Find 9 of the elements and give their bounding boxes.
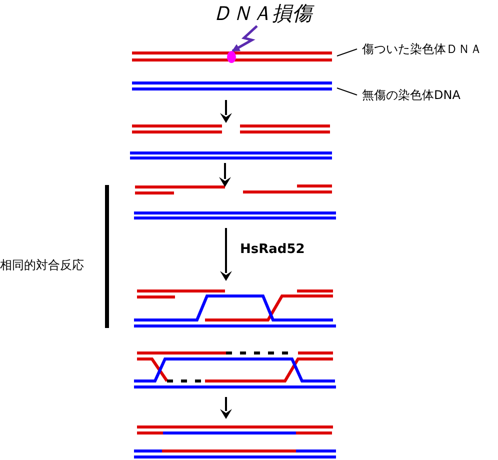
text-label: 傷ついた染色体ＤＮＡ: [362, 40, 482, 58]
damage-spot: [227, 51, 236, 63]
text-label: ＤＮＡ損傷: [212, 0, 312, 26]
leader-line: [336, 48, 358, 56]
lightning-arrow: [232, 25, 258, 52]
leader-line: [336, 88, 358, 96]
protein-label: HsRad52: [240, 241, 305, 259]
text-label: 無傷の染色体DNA: [362, 86, 460, 104]
process-label: 相同的対合反応: [0, 257, 84, 274]
